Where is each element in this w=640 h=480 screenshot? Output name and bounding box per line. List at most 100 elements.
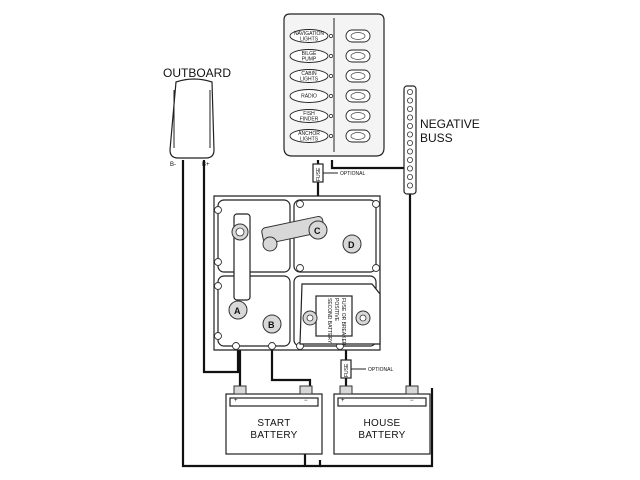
indicator-light <box>329 34 333 38</box>
rocker-switch[interactable] <box>345 129 371 143</box>
rocker-switch[interactable] <box>345 109 371 123</box>
buss-screw <box>406 173 413 180</box>
rocker-switch[interactable] <box>345 89 371 103</box>
buss-screw <box>406 139 413 146</box>
stud-link <box>262 236 278 252</box>
buss-screws <box>406 89 413 189</box>
start-battery-positive-post <box>233 385 247 395</box>
start-battery-label-1: START <box>257 418 290 429</box>
outboard-cowling <box>169 78 215 159</box>
switch-label-line2: FINDER <box>300 117 319 123</box>
fuse-bottom: FUSE OPTIONAL <box>340 359 394 379</box>
b-plus-label: B+ <box>202 162 210 168</box>
terminal-c-label: C <box>314 226 321 236</box>
outboard: OUTBOARD B- B+ <box>163 66 231 168</box>
mounting-screw <box>296 264 304 272</box>
optional-bottom-label: OPTIONAL <box>368 367 394 373</box>
panel-negative-wire <box>330 160 408 170</box>
mounting-screw <box>296 200 304 208</box>
house-battery-minus: − <box>410 398 414 404</box>
buss-screw <box>406 182 413 189</box>
house-battery-negative-post <box>405 385 419 395</box>
indicator-light <box>329 134 333 138</box>
terminal-b-label: B <box>268 320 275 330</box>
terminal-d <box>342 234 362 254</box>
switch-label-line1: RADIO <box>301 94 317 100</box>
buss-screw <box>406 123 413 130</box>
house-battery: + − HOUSE BATTERY <box>333 385 431 455</box>
switch-label-line1: ANCHOR <box>298 131 320 137</box>
indicator-light <box>329 54 333 58</box>
b-minus-label: B- <box>170 162 176 168</box>
house-battery-positive-post <box>339 385 353 395</box>
switch-label-line2: LIGHTS <box>300 137 319 143</box>
start-battery: + − START BATTERY <box>225 385 323 455</box>
buss-screw <box>406 114 413 121</box>
rocker-switch[interactable] <box>345 49 371 63</box>
buss-screw <box>406 89 413 96</box>
mounting-screw <box>372 264 380 272</box>
vsr-line3: FUSE OR BREAKER <box>340 298 346 346</box>
rocker-switch[interactable] <box>345 69 371 83</box>
buss-screw <box>406 148 413 155</box>
switch-label-plate <box>289 89 329 103</box>
switch-row: RADIO <box>289 89 371 103</box>
terminal-b <box>262 314 282 334</box>
mounting-screw <box>214 332 222 340</box>
mounting-screw <box>214 258 222 266</box>
buss-screw <box>406 131 413 138</box>
buss-screw <box>406 156 413 163</box>
terminal-b-wire <box>270 326 312 388</box>
switch-label-line1: CABIN <box>301 71 317 77</box>
switch-label-line2: LIGHTS <box>300 37 319 43</box>
negative-buss-bar <box>403 85 417 195</box>
rocker-switch[interactable] <box>345 29 371 43</box>
switch-panel: NAVIGATIONLIGHTSBILGEPUMPCABINLIGHTSRADI… <box>283 13 385 157</box>
house-battery-plus: + <box>341 398 345 404</box>
start-battery-minus: − <box>304 398 308 404</box>
fuse-top: FUSE OPTIONAL <box>312 163 366 183</box>
indicator-light <box>329 94 333 98</box>
mount-screws <box>214 200 380 350</box>
mounting-screw <box>268 342 276 350</box>
start-battery-plus: + <box>234 398 238 404</box>
indicator-light <box>329 74 333 78</box>
buss-screw <box>406 165 413 172</box>
bottom-link-wire <box>320 388 434 468</box>
switch-label-plate <box>289 49 329 63</box>
negative-label: NEGATIVE <box>420 117 480 131</box>
outboard-negative-wire <box>181 160 322 468</box>
fuse-top-label: FUSE <box>316 167 322 181</box>
switch-label-plate <box>289 109 329 123</box>
buss-label: BUSS <box>420 131 453 145</box>
indicator-light <box>329 114 333 118</box>
battery-switch-assembly: SECOND BATTERY POSITIVE FUSE OR BREAKER … <box>213 195 381 351</box>
switch-rows: NAVIGATIONLIGHTSBILGEPUMPCABINLIGHTSRADI… <box>289 29 371 143</box>
switch-label-plate <box>289 69 329 83</box>
buss-screw <box>406 97 413 104</box>
mounting-screw <box>232 342 240 350</box>
terminal-c <box>308 220 328 240</box>
switch-label-plate <box>289 129 329 143</box>
switch-label-line1: NAVIGATION <box>294 31 324 37</box>
switch-label-line2: PUMP <box>302 57 317 63</box>
start-battery-label-2: BATTERY <box>250 430 297 441</box>
mounting-screw <box>372 200 380 208</box>
mounting-screw <box>214 206 222 214</box>
terminal-d-label: D <box>348 240 355 250</box>
house-battery-label-1: HOUSE <box>363 418 400 429</box>
switch-body-upper-right <box>293 199 377 273</box>
buss-screw <box>406 106 413 113</box>
terminal-a-label: A <box>234 306 241 316</box>
terminal-a <box>228 300 248 320</box>
start-battery-negative-post <box>299 385 313 395</box>
vsr-line1: SECOND BATTERY <box>326 298 332 344</box>
switch-label-line2: LIGHTS <box>300 77 319 83</box>
fuse-bottom-label: FUSE <box>344 363 350 377</box>
